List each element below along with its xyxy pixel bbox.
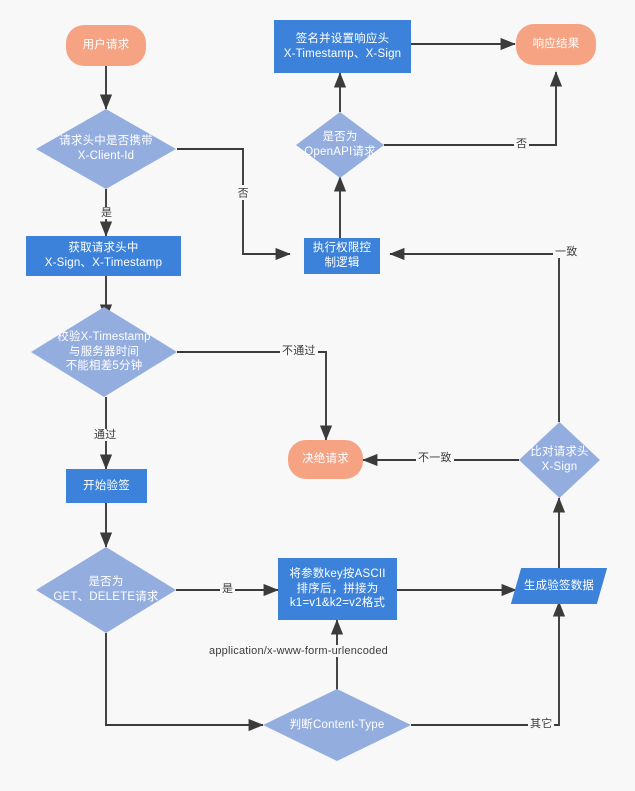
edge-is-get-delete-no [105, 633, 264, 732]
edge-label-get-delete-yes: 是 [220, 583, 236, 596]
node-response-result[interactable]: 响应结果 [516, 24, 596, 65]
node-sign-response[interactable]: 签名并设置响应头 X-Timestamp、X-Sign [274, 20, 411, 73]
node-is-get-delete[interactable]: 是否为 GET、DELETE请求 [36, 547, 176, 633]
edge-label-client-id-no: 否 [236, 185, 249, 201]
node-gen-sign-data[interactable]: 生成验签数据 [510, 568, 608, 604]
decision-shape [519, 422, 600, 498]
node-sign-response-label: 签名并设置响应头 X-Timestamp、X-Sign [283, 32, 402, 60]
edge-label-content-type-other: 其它 [528, 718, 555, 731]
node-reject[interactable]: 决绝请求 [288, 440, 363, 479]
node-sort-params[interactable]: 将参数key按ASCII 排序后，拼接为 k1=v1&k2=v2格式 [278, 558, 397, 620]
node-get-headers-label: 获取请求头中 X-Sign、X-Timestamp [44, 242, 163, 269]
edge-check-client-id-no [177, 148, 291, 261]
node-start-label: 用户请求 [82, 39, 130, 52]
node-get-headers[interactable]: 获取请求头中 X-Sign、X-Timestamp [26, 236, 181, 276]
node-compare-sign[interactable]: 比对请求头 X-Sign [519, 422, 600, 498]
node-reject-label: 决绝请求 [302, 453, 349, 466]
node-is-openapi[interactable]: 是否为 OpenAPI请求 [296, 112, 384, 178]
node-check-client-id[interactable]: 请求头中是否携带 X-Client-Id [36, 109, 176, 189]
node-judge-content-type[interactable]: 判断Content-Type [263, 689, 411, 761]
edge-label-timestamp-fail: 不通过 [280, 345, 318, 358]
decision-shape [31, 307, 177, 397]
decision-shape [263, 689, 411, 761]
decision-shape [296, 112, 384, 178]
node-auth-logic[interactable]: 执行权限控 制逻辑 [304, 238, 380, 274]
node-start-verify[interactable]: 开始验签 [66, 469, 147, 503]
node-verify-timestamp[interactable]: 校验X-Timestamp 与服务器时间 不能相差5分钟 [31, 307, 177, 397]
node-auth-logic-label: 执行权限控 制逻辑 [312, 242, 372, 269]
edge-label-sign-mismatch: 不一致 [416, 452, 454, 465]
edge-label-timestamp-pass: 通过 [92, 429, 119, 442]
node-start[interactable]: 用户请求 [66, 25, 146, 66]
edge-label-openapi-no: 否 [514, 138, 530, 151]
decision-shape [36, 109, 176, 189]
edge-label-client-id-yes: 是 [99, 207, 115, 220]
edge-label-content-type-urlencoded: application/x-www-form-urlencoded [207, 645, 391, 658]
decision-shape [36, 547, 176, 633]
node-sort-params-label: 将参数key按ASCII 排序后，拼接为 k1=v1&k2=v2格式 [289, 567, 386, 610]
edge-content-type-other [411, 601, 566, 726]
edge-is-openapi-no [384, 71, 563, 146]
node-response-result-label: 响应结果 [532, 38, 580, 51]
edge-sign-match [389, 247, 560, 422]
edge-label-sign-match: 一致 [553, 246, 580, 259]
node-start-verify-label: 开始验签 [83, 479, 130, 492]
node-gen-sign-data-label: 生成验签数据 [523, 579, 595, 592]
edge-verify-timestamp-fail [177, 351, 333, 441]
